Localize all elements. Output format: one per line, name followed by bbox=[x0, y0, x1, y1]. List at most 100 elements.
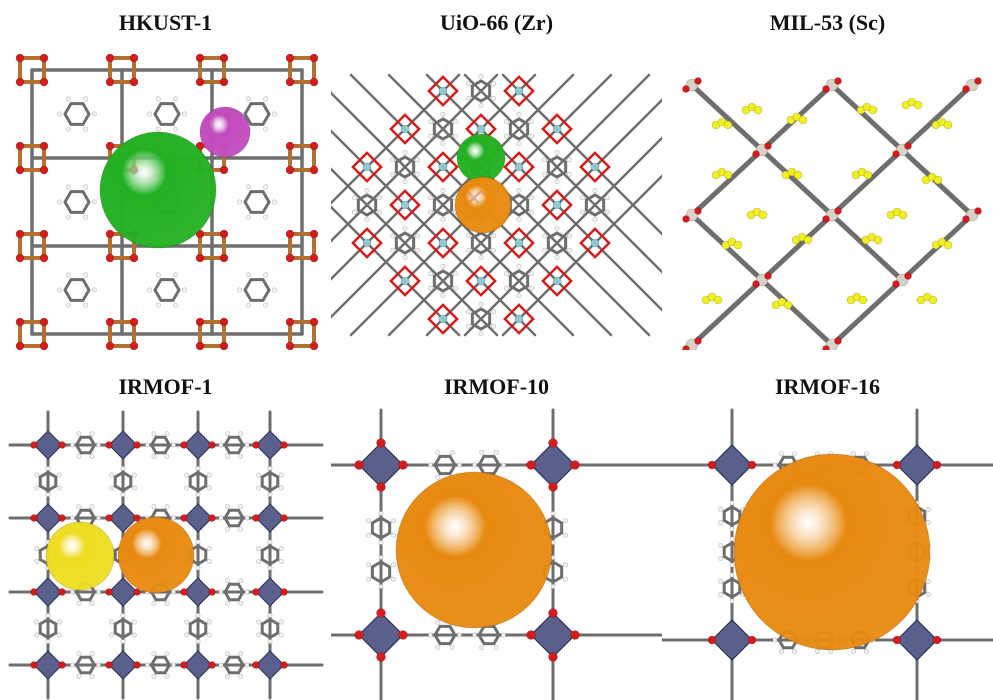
hydrogen-atom bbox=[427, 119, 433, 125]
oxygen-atom bbox=[252, 661, 260, 669]
oxygen-atom bbox=[39, 165, 49, 175]
zirconium-cluster bbox=[503, 75, 535, 107]
hydrogen-atom bbox=[195, 465, 201, 471]
benzene-ring bbox=[153, 102, 181, 126]
hydrogen-atom bbox=[237, 287, 243, 293]
panel-irmof-16: IRMOF-16 bbox=[662, 350, 993, 700]
hydrogen-atom bbox=[503, 285, 509, 291]
hydrogen-atom bbox=[427, 285, 433, 291]
hydrogen-atom bbox=[195, 565, 201, 571]
hydrogen-atom bbox=[263, 96, 269, 102]
oxygen-atom bbox=[285, 317, 295, 327]
oxygen-atom bbox=[15, 77, 25, 87]
hydrogen-atom bbox=[391, 518, 397, 524]
hydrogen-atom bbox=[925, 578, 931, 584]
green-cavity-sphere bbox=[456, 133, 506, 183]
hydrogen-atom bbox=[56, 485, 62, 491]
hydrogen-atom bbox=[244, 442, 250, 448]
oxygen-atom bbox=[354, 460, 364, 470]
hydrogen-atom bbox=[389, 247, 395, 253]
zirconium-atom bbox=[438, 238, 448, 248]
hydrogen-atom bbox=[218, 589, 224, 595]
hydrogen-atom bbox=[391, 562, 397, 568]
hydrogen-atom bbox=[120, 465, 126, 471]
hydrogen-atom bbox=[402, 226, 408, 232]
copper-paddlewheel bbox=[18, 320, 46, 348]
hydrogen-atom bbox=[491, 81, 497, 87]
hydrogen-atom bbox=[440, 188, 446, 194]
hydrogen-atom bbox=[541, 157, 547, 163]
benzene-ring bbox=[223, 508, 245, 528]
hydrogen-atom bbox=[729, 526, 735, 532]
hydrogen-atom bbox=[238, 453, 244, 459]
hydrogen-atom bbox=[171, 442, 177, 448]
oxygen-atom bbox=[133, 441, 141, 449]
hydrogen-atom bbox=[263, 272, 269, 278]
hydrogen-atom bbox=[267, 639, 273, 645]
hydrogen-atom bbox=[76, 651, 82, 657]
hydrogen-atom bbox=[91, 199, 97, 205]
green-cavity-sphere bbox=[99, 131, 217, 249]
hydrogen-atom bbox=[206, 559, 212, 565]
benzene-ring bbox=[477, 624, 501, 646]
hydrogen-atom bbox=[850, 648, 856, 654]
oxygen-atom bbox=[974, 77, 982, 85]
guest-molecule bbox=[798, 115, 808, 125]
zinc-cluster bbox=[183, 503, 213, 533]
hydrogen-atom bbox=[365, 576, 371, 582]
hydrogen-atom bbox=[472, 632, 478, 638]
oxygen-atom bbox=[932, 460, 942, 470]
zinc-cluster bbox=[530, 442, 576, 488]
benzene-ring bbox=[722, 505, 742, 527]
hydrogen-atom bbox=[56, 472, 62, 478]
benzene-ring bbox=[432, 269, 454, 293]
zinc-cluster bbox=[896, 444, 938, 486]
hydrogen-atom bbox=[729, 500, 735, 506]
hydrogen-atom bbox=[155, 272, 161, 278]
oxygen-atom bbox=[694, 77, 702, 85]
hydrogen-atom bbox=[503, 119, 509, 125]
benzene-ring bbox=[546, 155, 568, 179]
hydrogen-atom bbox=[378, 511, 384, 517]
hydrogen-atom bbox=[465, 233, 471, 239]
oxygen-atom bbox=[285, 253, 295, 263]
hydrogen-atom bbox=[263, 214, 269, 220]
zinc-cluster bbox=[108, 503, 138, 533]
guest-molecule bbox=[943, 120, 953, 130]
zinc-cluster bbox=[255, 577, 285, 607]
hydrogen-atom bbox=[267, 565, 273, 571]
hydrogen-atom bbox=[57, 287, 63, 293]
hydrogen-atom bbox=[76, 453, 82, 459]
oxygen-atom bbox=[252, 514, 260, 522]
zinc-cluster bbox=[33, 430, 63, 460]
hydrogen-atom bbox=[195, 492, 201, 498]
hydrogen-atom bbox=[206, 485, 212, 491]
panel-uio-66: UiO-66 (Zr) bbox=[331, 0, 662, 350]
hydrogen-atom bbox=[718, 542, 724, 548]
oxygen-atom bbox=[105, 229, 115, 239]
orange-cavity-sphere bbox=[395, 471, 553, 629]
panel-irmof-1: IRMOF-1 bbox=[0, 350, 331, 700]
panel-title: IRMOF-1 bbox=[118, 374, 213, 399]
hydrogen-atom bbox=[435, 449, 441, 455]
hydrogen-atom bbox=[778, 451, 784, 457]
benzene-ring bbox=[394, 155, 416, 179]
oxygen-atom bbox=[195, 77, 205, 87]
hydrogen-atom bbox=[772, 462, 778, 468]
oxygen-atom bbox=[219, 229, 229, 239]
zirconium-atom bbox=[514, 238, 524, 248]
oxygen-atom bbox=[309, 253, 319, 263]
hydrogen-atom bbox=[144, 662, 150, 668]
zirconium-cluster bbox=[541, 265, 573, 297]
zirconium-atom bbox=[552, 276, 562, 286]
hydrogen-atom bbox=[244, 662, 250, 668]
hydrogen-atom bbox=[351, 195, 357, 201]
hydrogen-atom bbox=[224, 651, 230, 657]
guest-molecule bbox=[913, 100, 923, 110]
oxygen-atom bbox=[195, 253, 205, 263]
mil-53-structure bbox=[682, 77, 982, 350]
hydrogen-atom bbox=[427, 209, 433, 215]
hydrogen-atom bbox=[605, 209, 611, 215]
zirconium-atom bbox=[552, 200, 562, 210]
hydrogen-atom bbox=[427, 271, 433, 277]
